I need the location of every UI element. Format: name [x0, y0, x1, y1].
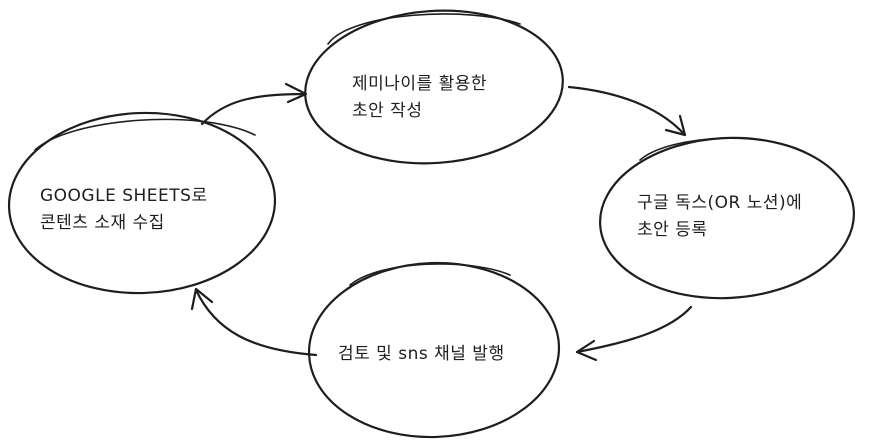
node-docs-register-line-2: 초안 등록 [637, 220, 708, 240]
node-gemini-draft-line-1: 제미나이를 활용한 [352, 74, 488, 94]
arrow-docs-to-review [575, 305, 693, 362]
node-docs-register-label: 구글 독스(OR 노션)에 초안 등록 [637, 190, 802, 244]
arrow-review-to-sheets [190, 287, 318, 357]
arrow-gemini-to-docs [567, 85, 687, 137]
node-docs-register-line-1: 구글 독스(OR 노션)에 [637, 193, 803, 213]
node-sheets-collect-line-1: GOOGLE SHEETS로 [40, 186, 208, 206]
node-gemini-draft-label: 제미나이를 활용한 초안 작성 [352, 71, 487, 125]
node-sheets-collect-shape [7, 111, 277, 295]
node-gemini-draft-shape [304, 9, 564, 165]
node-docs-register-shape [599, 136, 855, 300]
node-review-publish-label: 검토 및 sns 채널 발행 [338, 341, 505, 368]
node-sheets-collect-line-2: 콘텐츠 소재 수집 [40, 213, 165, 233]
node-review-publish-line-1: 검토 및 sns 채널 발행 [338, 344, 505, 364]
node-gemini-draft-line-2: 초안 작성 [352, 101, 423, 121]
node-sheets-collect-label: GOOGLE SHEETS로 콘텐츠 소재 수집 [40, 183, 208, 237]
arrow-sheets-to-gemini [200, 82, 308, 126]
